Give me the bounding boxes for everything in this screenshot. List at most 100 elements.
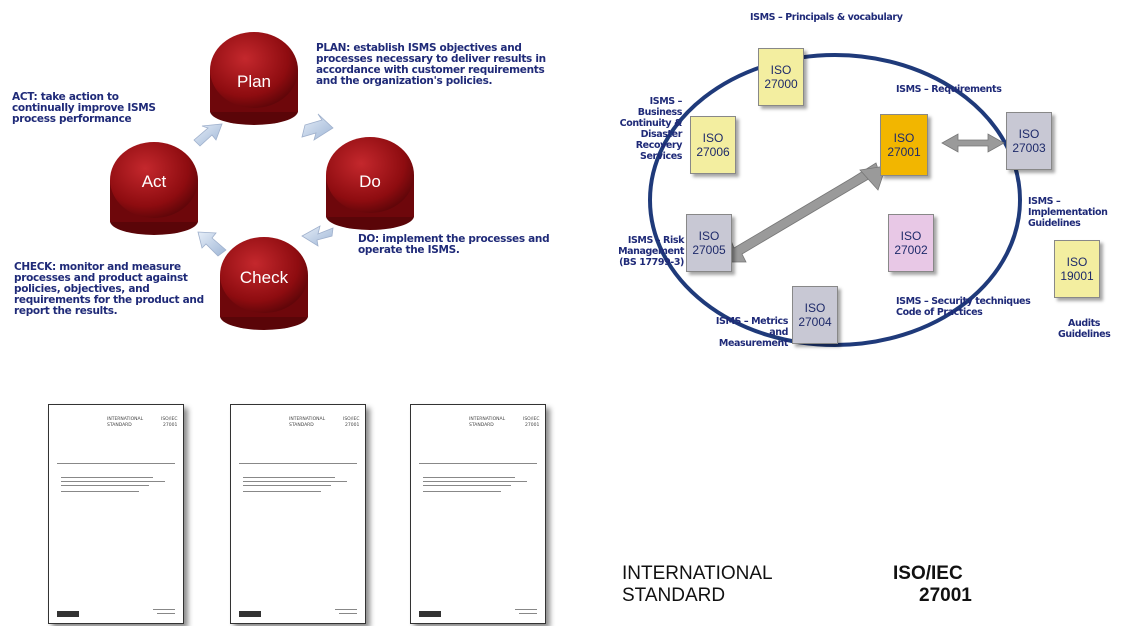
iso-iec-logo-icon	[239, 611, 261, 617]
doc1-line	[157, 613, 175, 614]
plan-body: establish ISMS objectives and processes …	[316, 42, 546, 87]
doc1-header-left-1: INTERNATIONAL	[107, 417, 144, 422]
check-body: monitor and measure processes and produc…	[14, 261, 204, 317]
iso-27001-line2: 27001	[887, 145, 921, 159]
doc2-header-left-2: STANDARD	[289, 423, 314, 428]
label-27002: ISMS – Security techniques Code of Pract…	[896, 296, 1031, 318]
label-27003: ISMS – Implementation Guidelines	[1028, 196, 1108, 229]
plan-description: PLAN: establish ISMS objectives and proc…	[316, 43, 546, 87]
check-description: CHECK: monitor and measure processes and…	[14, 262, 214, 317]
check-circle-label: Check	[239, 268, 289, 287]
iso-27003-line1: ISO	[1018, 127, 1040, 141]
cycle-arrow-act-plan	[193, 123, 223, 147]
doc1-header-right-2: 27001	[163, 423, 178, 428]
doc2-line	[243, 477, 335, 478]
iso-27006-line2: 27006	[696, 145, 730, 159]
doc3-line	[515, 609, 537, 610]
do-circle-label: Do	[359, 172, 381, 191]
doc3-line	[423, 477, 515, 478]
do-description: DO: implement the processes and operate …	[358, 234, 573, 256]
double-arrow-27001-27003	[941, 133, 1005, 153]
doc3-header-left-2: STANDARD	[469, 423, 494, 428]
standard-document-2: INTERNATIONAL STANDARD ISO/IEC 27001	[230, 404, 366, 624]
do-circle	[326, 137, 414, 230]
iso-27000-line1: ISO	[770, 63, 792, 77]
label-27004: ISMS – Metrics and Measurement	[715, 316, 789, 349]
iso-19001-line1: ISO	[1066, 255, 1088, 269]
iso-27000-line2: 27000	[764, 77, 798, 91]
label-27000: ISMS – Principals & vocabulary	[750, 12, 903, 23]
standard-heading-left-1: INTERNATIONAL	[622, 563, 773, 584]
iso-19001-box: ISO 19001	[1054, 240, 1100, 298]
doc1-line	[61, 481, 165, 482]
doc2-header-right-1: ISO/IEC	[343, 417, 360, 422]
iso-27004-box: ISO 27004	[792, 286, 838, 344]
iso-27006-line1: ISO	[702, 131, 724, 145]
doc3-line	[423, 485, 511, 486]
doc1-rule	[57, 463, 175, 464]
cycle-arrow-plan-do	[301, 113, 334, 141]
iso-27002-line2: 27002	[894, 243, 928, 257]
cycle-arrow-check-act	[197, 231, 227, 257]
act-description: ACT: take action to continually improve …	[12, 92, 177, 125]
double-arrow-27001-27005	[719, 162, 887, 263]
iso-iec-logo-icon	[419, 611, 441, 617]
act-body: take action to continually improve ISMS …	[12, 91, 156, 125]
standard-heading-left-2: STANDARD	[622, 585, 726, 606]
standard-document-1: INTERNATIONAL STANDARD ISO/IEC 27001	[48, 404, 184, 624]
doc3-line	[423, 491, 501, 492]
plan-circle	[210, 32, 298, 125]
act-keyword: ACT:	[12, 91, 38, 103]
plan-keyword: PLAN:	[316, 42, 350, 54]
standard-heading-right-2: 27001	[919, 585, 972, 606]
label-27005: ISMS – Risk Management (BS 17799-3)	[618, 235, 684, 268]
iso-27006-box: ISO 27006	[690, 116, 736, 174]
standard-heading-right-1: ISO/IEC	[893, 563, 963, 584]
doc1-line	[153, 609, 175, 610]
doc2-line	[243, 481, 347, 482]
iso-family-diagram: ISO 27000 ISO 27001 ISO 27002 ISO 27003 …	[590, 0, 1137, 380]
doc2-header-right-2: 27001	[345, 423, 360, 428]
doc3-header-right-1: ISO/IEC	[523, 417, 540, 422]
iso-27004-line2: 27004	[798, 315, 832, 329]
iso-iec-logo-icon	[57, 611, 79, 617]
iso-family-graphics	[648, 53, 1022, 347]
doc2-line	[335, 609, 357, 610]
label-19001: Audits Guidelines	[1058, 318, 1111, 340]
iso-27002-box: ISO 27002	[888, 214, 934, 272]
standard-document-3: INTERNATIONAL STANDARD ISO/IEC 27001	[410, 404, 546, 624]
do-keyword: DO:	[358, 233, 379, 245]
act-circle	[110, 142, 198, 235]
iso-27005-box: ISO 27005	[686, 214, 732, 272]
doc2-rule	[239, 463, 357, 464]
doc1-header-right-1: ISO/IEC	[161, 417, 178, 422]
doc3-line	[519, 613, 537, 614]
plan-circle-label: Plan	[236, 72, 272, 91]
doc1-line	[61, 491, 139, 492]
doc2-header-left-1: INTERNATIONAL	[289, 417, 326, 422]
doc3-rule	[419, 463, 537, 464]
doc3-line	[423, 481, 527, 482]
doc3-header-right-2: 27001	[525, 423, 540, 428]
pdca-graphics	[110, 32, 414, 330]
doc3-header-left-1: INTERNATIONAL	[469, 417, 506, 422]
doc2-line	[339, 613, 357, 614]
label-27001: ISMS – Requirements	[896, 84, 1002, 95]
doc2-line	[243, 485, 331, 486]
cycle-arrow-do-check	[301, 225, 334, 247]
iso-27003-line2: 27003	[1012, 141, 1046, 155]
doc1-line	[61, 477, 153, 478]
iso-ring	[648, 53, 1022, 347]
iso-27001-line1: ISO	[893, 131, 915, 145]
check-keyword: CHECK:	[14, 261, 56, 273]
iso-19001-line2: 19001	[1060, 269, 1094, 283]
iso-27000-box: ISO 27000	[758, 48, 804, 106]
iso-27001-box: ISO 27001	[880, 114, 928, 176]
iso-27003-box: ISO 27003	[1006, 112, 1052, 170]
do-body: implement the processes and operate the …	[358, 233, 550, 256]
iso-27004-line1: ISO	[804, 301, 826, 315]
iso-27002-line1: ISO	[900, 229, 922, 243]
iso-27005-line1: ISO	[698, 229, 720, 243]
doc2-line	[243, 491, 321, 492]
iso-27005-line2: 27005	[692, 243, 726, 257]
